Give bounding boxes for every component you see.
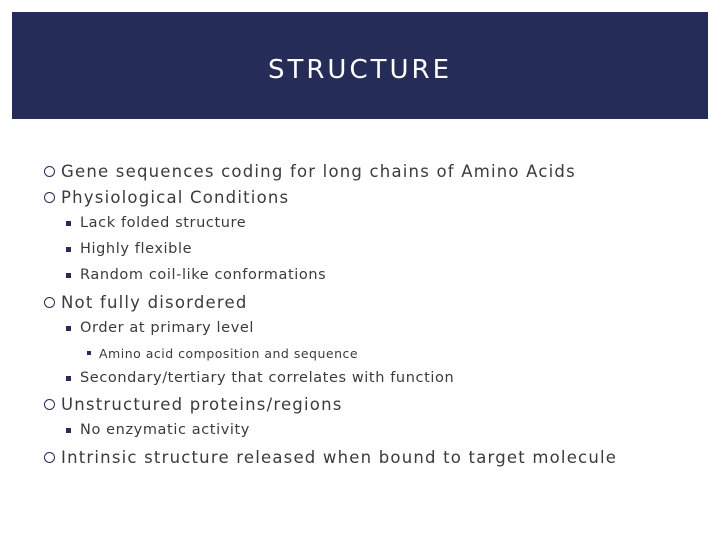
bullet-item: Unstructured proteins/regions bbox=[44, 391, 704, 417]
bullet-item: Not fully disordered bbox=[44, 289, 704, 315]
square-bullet-icon bbox=[87, 351, 91, 355]
circle-bullet-icon bbox=[44, 165, 55, 177]
square-bullet-icon bbox=[66, 220, 71, 226]
square-bullet-icon bbox=[66, 325, 71, 331]
bullet-item: Gene sequences coding for long chains of… bbox=[44, 158, 704, 184]
slide-title: STRUCTURE bbox=[267, 54, 453, 85]
circle-bullet-icon bbox=[44, 296, 55, 308]
sub-bullet-item: No enzymatic activity bbox=[44, 417, 704, 443]
sub-bullet-item: Highly flexible bbox=[44, 236, 704, 262]
sub-bullet-text: Highly flexible bbox=[80, 241, 193, 257]
slide-body: Gene sequences coding for long chains of… bbox=[44, 158, 704, 470]
sub-sub-bullet-text: Amino acid composition and sequence bbox=[99, 345, 359, 361]
bullet-text: Intrinsic structure released when bound … bbox=[61, 447, 618, 467]
sub-bullet-text: Lack folded structure bbox=[80, 215, 247, 231]
circle-bullet-icon bbox=[44, 451, 55, 463]
sub-bullet-item: Lack folded structure bbox=[44, 210, 704, 236]
sub-bullet-text: Order at primary level bbox=[80, 320, 255, 336]
slide-header: STRUCTURE bbox=[12, 12, 708, 119]
bullet-text: Not fully disordered bbox=[61, 292, 248, 312]
bullet-text: Gene sequences coding for long chains of… bbox=[61, 161, 576, 181]
sub-bullet-item: Order at primary level bbox=[44, 315, 704, 341]
bullet-item: Intrinsic structure released when bound … bbox=[44, 444, 704, 470]
sub-bullet-text: Random coil-like conformations bbox=[80, 267, 327, 283]
bullet-item: Physiological Conditions bbox=[44, 184, 704, 210]
square-bullet-icon bbox=[66, 375, 71, 381]
circle-bullet-icon bbox=[44, 398, 55, 410]
sub-bullet-item: Random coil-like conformations bbox=[44, 262, 704, 288]
sub-bullet-text: No enzymatic activity bbox=[80, 422, 250, 438]
bullet-text: Physiological Conditions bbox=[61, 187, 290, 207]
square-bullet-icon bbox=[66, 246, 71, 252]
circle-bullet-icon bbox=[44, 191, 55, 203]
sub-bullet-item: Secondary/tertiary that correlates with … bbox=[44, 365, 704, 391]
square-bullet-icon bbox=[66, 427, 71, 433]
bullet-text: Unstructured proteins/regions bbox=[61, 394, 343, 414]
sub-bullet-text: Secondary/tertiary that correlates with … bbox=[80, 370, 455, 386]
sub-sub-bullet-item: Amino acid composition and sequence bbox=[44, 341, 704, 365]
square-bullet-icon bbox=[66, 272, 71, 278]
